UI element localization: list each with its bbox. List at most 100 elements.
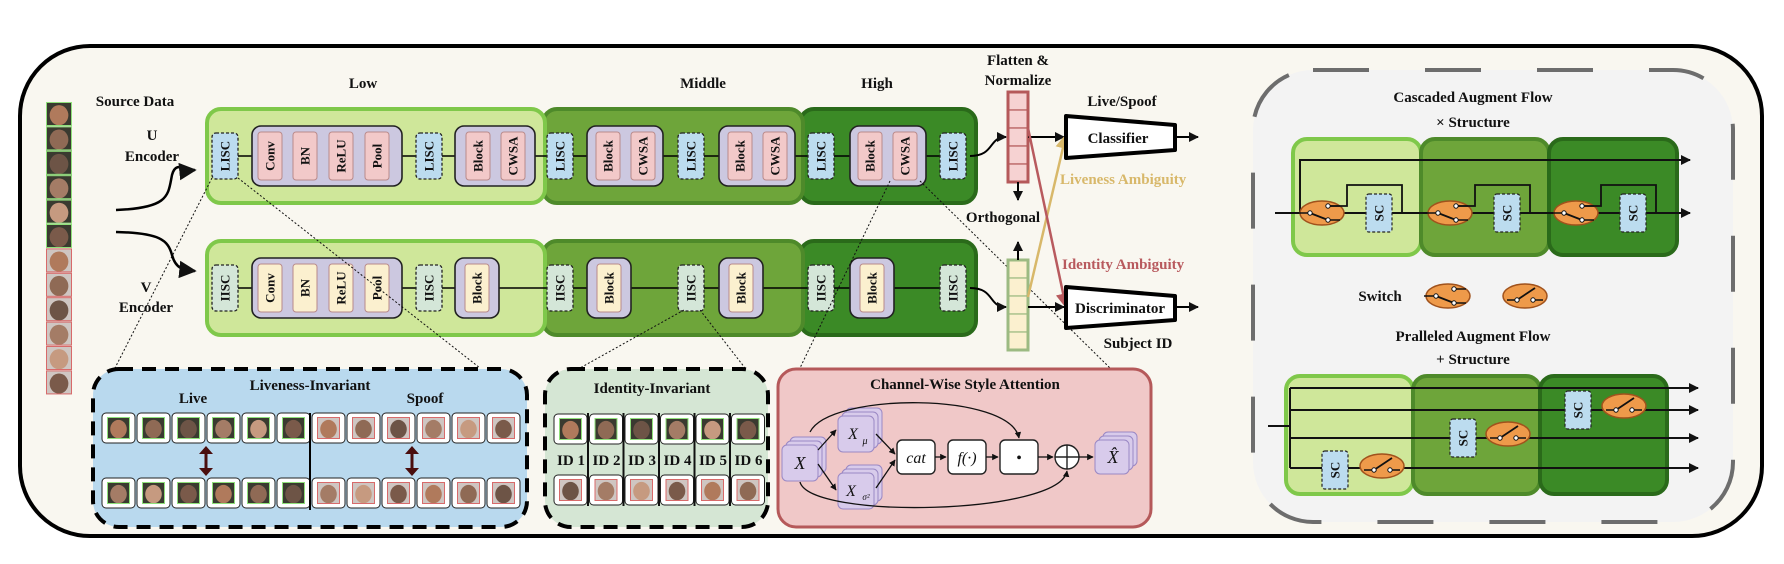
liveness-face [142, 482, 165, 504]
v-op-bn [292, 263, 318, 313]
cascaded-sc [1365, 193, 1393, 233]
identity-live-face [594, 418, 618, 440]
cwsa-title: Channel-Wise Style Attention [870, 377, 1060, 393]
cascaded-sc [1619, 193, 1647, 233]
v-iisc-5-label: IISC [814, 275, 829, 302]
cascaded-skip-line [1584, 184, 1657, 213]
source-face [46, 224, 72, 248]
cwsa-arrow [817, 463, 837, 491]
u-cwsa-3 [762, 131, 788, 181]
u-block-3 [727, 131, 753, 181]
spoof-face-icon [630, 479, 653, 501]
v-to-vector-arrow [969, 287, 1007, 312]
liveness-face [352, 417, 375, 439]
subject-id-label: Subject ID [1104, 336, 1173, 352]
u-vector-cell [1007, 91, 1029, 111]
u-encoder-label-1: U [147, 128, 158, 144]
u-lisc-2 [415, 132, 443, 180]
source-face [46, 150, 72, 175]
paralleled-title-1: Pralleled Augment Flow [1396, 329, 1551, 345]
liveness-face [317, 417, 340, 439]
switch-legend [1424, 283, 1548, 309]
cwsa-skip-arrow [809, 402, 1022, 439]
spoof-face-icon [317, 417, 340, 439]
cascaded-skip-line [1458, 184, 1531, 213]
stage-middle-label: Middle [680, 76, 726, 92]
live-face-icon [736, 418, 760, 440]
source-face [46, 370, 72, 395]
u-lisc-1-label: LISC [218, 141, 233, 171]
u-cwsa-1 [500, 131, 526, 181]
v-block-3-label: Block [734, 271, 749, 304]
source-face-strip [46, 102, 72, 395]
u-encoder-label-2: Encoder [125, 149, 180, 165]
u-lisc-6 [939, 132, 967, 180]
identity-spoof-face [559, 479, 582, 501]
identity-spoof-face [665, 479, 689, 501]
identity-live-face [736, 418, 760, 440]
v-op-pool [364, 263, 390, 313]
v-block-1 [464, 263, 490, 313]
u-cwsa-4 [892, 131, 918, 181]
v-op-bn-label: BN [298, 278, 313, 297]
v-iisc-3-label: IISC [553, 275, 568, 302]
parallel-sc-1-label: SC [1328, 462, 1343, 479]
live-face-icon [46, 150, 72, 175]
v-encoder-label-1: V [141, 280, 152, 296]
parallel-sc-2-label: SC [1456, 430, 1471, 447]
spoof-label: Spoof [407, 391, 445, 407]
identity-live-face [701, 418, 724, 440]
identity-spoof-face [594, 479, 618, 501]
liveness-face [142, 417, 165, 439]
cascaded-switch [1298, 200, 1345, 226]
v-vector-cell [1007, 295, 1029, 315]
u-lisc-1 [211, 132, 239, 180]
parallel-sc-1 [1321, 450, 1349, 490]
u-cwsa-4-label: CWSA [898, 136, 913, 176]
v-encoder-arrow [115, 230, 197, 279]
discriminator-box[interactable] [1064, 285, 1177, 330]
live-face-icon [46, 175, 72, 200]
cwsa-arrow [875, 433, 896, 455]
spoof-face-icon [736, 479, 760, 501]
spoof-face-icon [317, 482, 340, 504]
liveness-face [107, 482, 130, 504]
cwsa-f-box-label: f(·) [957, 450, 976, 467]
u-block-2-label: Block [601, 139, 616, 172]
liveness-face [492, 482, 515, 504]
cascaded-title-2: × Structure [1436, 115, 1510, 131]
liveness-face [177, 417, 200, 439]
liveness-invariant-title: Liveness-Invariant [250, 378, 371, 394]
v-iisc-2 [415, 264, 443, 312]
u-lisc-3-label: LISC [553, 141, 568, 171]
cwsa-xhat-label: X̂ [1107, 447, 1120, 467]
liveness-face [282, 417, 305, 439]
cwsa-xmu-label: X [847, 426, 859, 443]
u-lisc-5 [807, 132, 835, 180]
spoof-face-icon [46, 346, 72, 370]
u-vector-cell [1007, 163, 1029, 183]
cwsa-arrow [817, 429, 837, 451]
u-block-1-label: Block [471, 139, 486, 172]
cascaded-sc-label: SC [1626, 205, 1641, 222]
v-vector-cell [1007, 277, 1029, 297]
v-op-relu [328, 263, 354, 313]
classifier-label: Classifier [1088, 131, 1149, 147]
identity-ambiguity-arrow [1026, 127, 1071, 309]
id-label: ID 5 [699, 453, 727, 469]
liveness-face [107, 417, 130, 439]
u-lisc-3 [546, 132, 574, 180]
source-face [46, 248, 72, 273]
live-face-icon [107, 417, 130, 439]
live-face-icon [665, 418, 689, 440]
stage-high-label: High [861, 76, 893, 92]
live-face-icon [630, 418, 653, 440]
classifier-box[interactable] [1064, 114, 1177, 160]
id-label: ID 2 [593, 453, 621, 469]
source-face [46, 102, 72, 126]
u-cwsa-3-label: CWSA [768, 136, 783, 176]
live-face-icon [212, 482, 235, 504]
